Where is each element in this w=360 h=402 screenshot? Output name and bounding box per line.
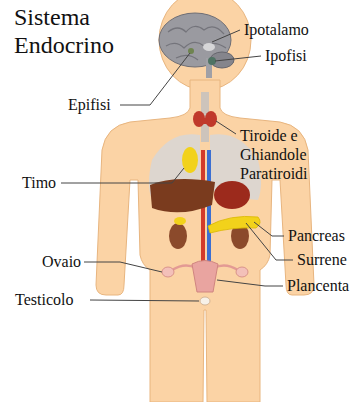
organ-label: Testicolo: [15, 290, 73, 309]
leader-line: [246, 223, 293, 260]
organ-label: Ipofisi: [265, 46, 307, 65]
leader-line: [254, 222, 284, 236]
leader-line: [84, 262, 162, 272]
brain: [159, 13, 234, 78]
testicle: [200, 297, 210, 305]
organ-label: Ipotalamo: [244, 20, 309, 39]
adrenal-gland: [174, 217, 186, 225]
organ-label-holder: Ipotalamo: [244, 20, 309, 39]
aorta: [201, 150, 205, 268]
stomach: [214, 181, 250, 209]
ovary: [162, 267, 174, 277]
thyroid: [193, 111, 217, 127]
organ-label-holder: Epifisi: [68, 95, 111, 114]
uterus: [192, 261, 218, 293]
organ-label: Pancreas: [288, 226, 345, 245]
leader-line: [212, 30, 240, 42]
ovary: [236, 267, 248, 277]
organ-label-holder: Timo: [22, 173, 56, 192]
kidney: [169, 223, 187, 249]
organ-label-holder: Surrene: [297, 250, 347, 269]
leader-line: [216, 121, 236, 134]
leader-line: [120, 53, 190, 105]
liver: [150, 179, 215, 212]
thymus: [182, 147, 198, 173]
leader-line: [61, 168, 184, 183]
organ-label: Epifisi: [68, 95, 111, 114]
vena-cava: [207, 150, 211, 268]
organ-label: Surrene: [297, 250, 347, 269]
organ-label: Timo: [22, 173, 56, 192]
title-holder: Sistema Endocrino: [14, 4, 134, 59]
organ-label-holder: Tiroide e Ghiandole Paratiroidi: [240, 126, 328, 184]
organ-label-holder: Ovaio: [42, 252, 81, 271]
leader-line: [217, 280, 283, 286]
organ-label-holder: Ipofisi: [265, 46, 307, 65]
body-silhouette: [96, 0, 314, 402]
organ-label: Tiroide e Ghiandole Paratiroidi: [240, 126, 328, 184]
leader-line: [90, 300, 199, 301]
organ-label: Ovaio: [42, 252, 81, 271]
title: Sistema Endocrino: [14, 4, 134, 59]
leader-line: [215, 56, 261, 61]
organ-label-holder: Testicolo: [15, 290, 73, 309]
organ-label: Plancenta: [287, 276, 349, 295]
organ-label-holder: Pancreas: [288, 226, 345, 245]
organ-label-holder: Plancenta: [287, 276, 349, 295]
